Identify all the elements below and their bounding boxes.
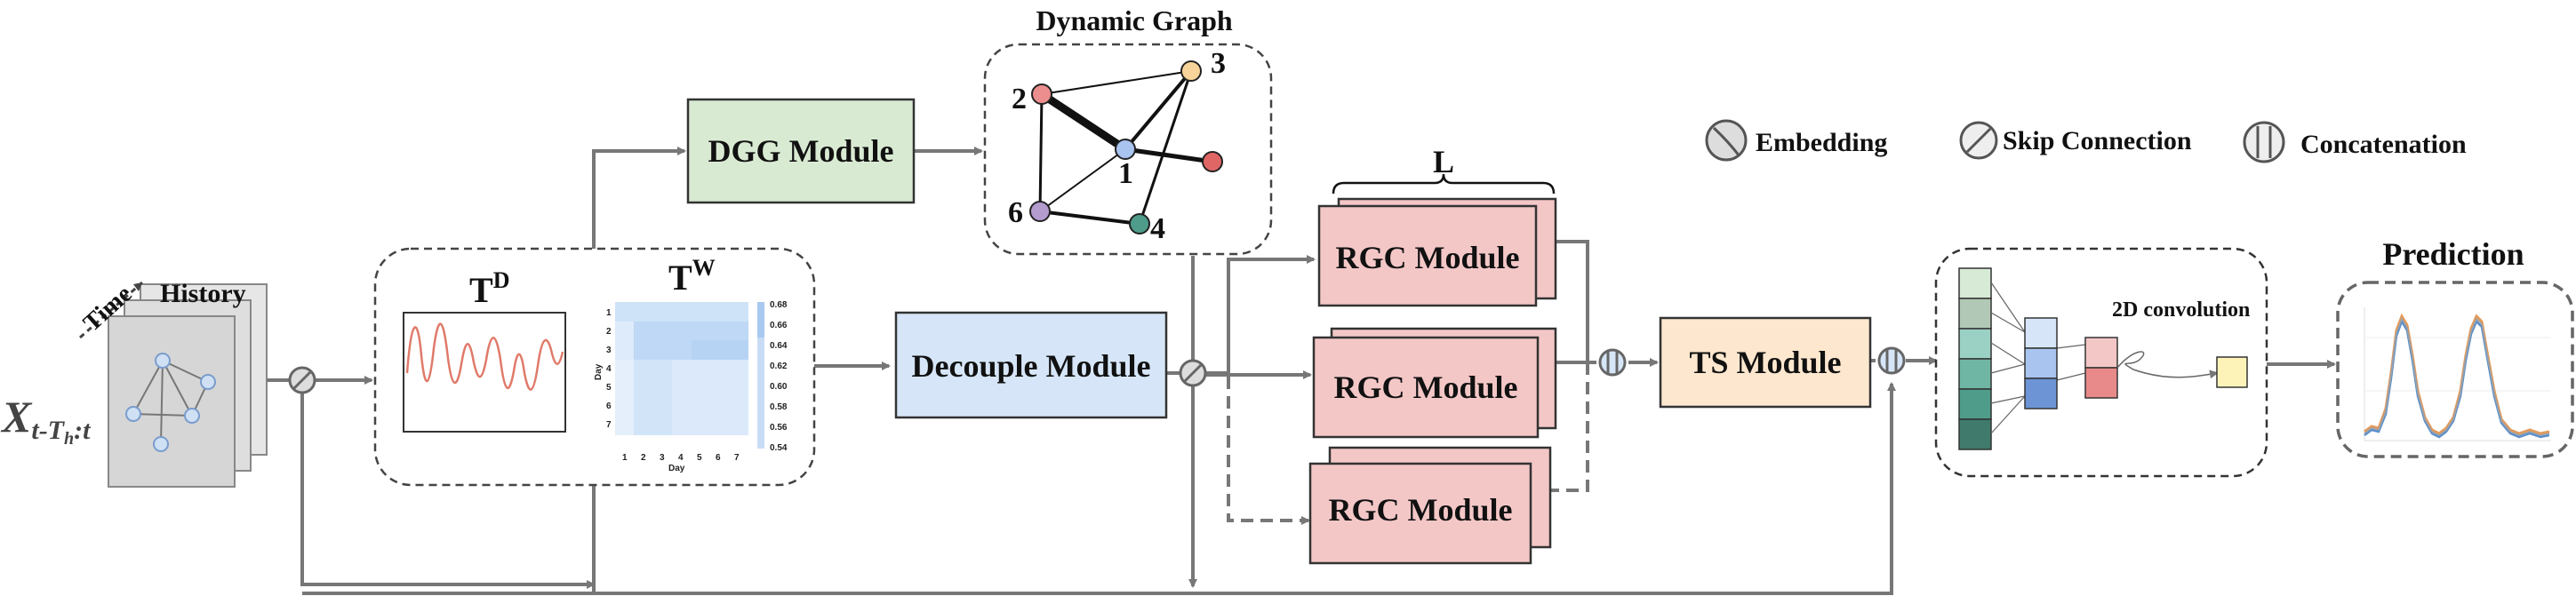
graph-node-2 — [1031, 83, 1052, 105]
embedding-junction-icon — [288, 366, 316, 394]
dgg-module-box — [686, 98, 916, 204]
history-label: History — [160, 279, 246, 308]
heatmap-xlabel: Day — [668, 464, 685, 473]
skip-junction-icon — [1179, 359, 1207, 387]
prediction-plot — [2364, 307, 2551, 441]
tw-label: TW — [668, 255, 716, 298]
colorbar-tick: 0.68 — [770, 300, 788, 310]
heatmap-ytick: 6 — [606, 401, 612, 411]
colorbar-tick: 0.66 — [770, 321, 788, 330]
ts-module-box — [1659, 316, 1872, 409]
graph-node-3 — [1180, 60, 1202, 82]
rgc-module-3: RGC Module — [1308, 446, 1552, 565]
colorbar-tick: 0.54 — [770, 443, 788, 453]
legend-concat-label: Concatenation — [2300, 130, 2467, 159]
embedding-icon — [1705, 119, 1748, 162]
rgc-module-2: RGC Module — [1312, 327, 1557, 439]
prediction-title: Prediction — [2382, 236, 2524, 272]
conv-arrow — [2116, 351, 2219, 379]
rgc-module-1-label: RGC Module — [1336, 240, 1520, 275]
heatmap-xtick: 6 — [716, 453, 721, 463]
rgc-module-1: RGC Module — [1317, 197, 1557, 307]
graph-node-label: 1 — [1118, 157, 1133, 190]
rgc-module-2-label: RGC Module — [1334, 370, 1518, 405]
dynamic-graph: 1 2 3 4 6 — [1008, 47, 1226, 245]
concatenation-icon — [2243, 121, 2285, 163]
layers-label: L — [1433, 144, 1454, 179]
graph-node-4 — [1129, 213, 1150, 234]
legend-skip-label: Skip Connection — [2003, 126, 2192, 155]
heatmap-xtick: 4 — [678, 453, 684, 463]
colorbar-tick: 0.64 — [770, 341, 788, 351]
prediction-panel — [2336, 281, 2574, 458]
heatmap-ylabel: Day — [594, 363, 604, 380]
input-graph-icon — [125, 353, 216, 452]
history-stack — [108, 283, 268, 488]
connector-lines — [267, 147, 2336, 595]
dgg-module-label: DGG Module — [708, 133, 893, 169]
decouple-module-box — [894, 311, 1168, 419]
layers-brace — [1332, 173, 1556, 195]
concat-junction-1-icon — [1598, 348, 1627, 377]
colorbar-tick: 0.56 — [770, 423, 788, 433]
heatmap-xtick: 7 — [734, 453, 740, 463]
final-output-cell — [2216, 356, 2248, 388]
ts-module-label: TS Module — [1689, 345, 1841, 380]
weekly-heatmap: Day Day 1 2 3 4 5 6 7 1 2 3 4 5 6 7 0.68… — [594, 300, 788, 473]
decouple-module-label: Decouple Module — [912, 348, 1151, 384]
dynamic-graph-title: Dynamic Graph — [1036, 4, 1233, 36]
graph-node-extra — [1202, 151, 1223, 172]
concat-junction-2-icon — [1877, 346, 1906, 375]
heatmap-ytick: 3 — [606, 346, 612, 355]
heatmap-xtick: 3 — [660, 453, 665, 463]
heatmap-ytick: 4 — [606, 364, 612, 374]
legend-embedding-label: Embedding — [1756, 128, 1887, 157]
colorbar-tick: 0.60 — [770, 382, 788, 392]
graph-node-label: 3 — [1211, 47, 1226, 80]
rgc-module-3-label: RGC Module — [1329, 492, 1513, 528]
feature-stack — [1958, 267, 1992, 450]
heatmap-ytick: 5 — [606, 383, 612, 393]
conv2d-label: 2D convolution — [2112, 298, 2250, 322]
skip-connection-icon — [1959, 121, 1998, 160]
conv-connections — [1990, 282, 2086, 434]
graph-node-label: 4 — [1150, 212, 1165, 245]
heatmap-xtick: 5 — [697, 453, 702, 463]
conv-output-stack — [2084, 337, 2118, 399]
graph-node-label: 2 — [1012, 83, 1027, 115]
hidden-stack — [2024, 317, 2058, 409]
heatmap-xtick: 1 — [622, 453, 628, 463]
legend: Embedding Skip Connection Concatenation — [1705, 119, 2467, 163]
colorbar-tick: 0.58 — [770, 402, 788, 412]
colorbar-tick: 0.62 — [770, 362, 788, 371]
input-symbol: Xt-Th:t — [0, 392, 92, 449]
heatmap-ytick: 2 — [606, 327, 612, 337]
heatmap-ytick: 7 — [606, 420, 612, 430]
daily-pattern-plot — [403, 312, 566, 433]
graph-node-6 — [1029, 201, 1051, 222]
graph-node-1 — [1115, 139, 1136, 160]
graph-node-label: 6 — [1008, 196, 1023, 229]
td-label: TD — [469, 267, 509, 310]
heatmap-ytick: 1 — [606, 308, 612, 318]
heatmap-xtick: 2 — [641, 453, 646, 463]
